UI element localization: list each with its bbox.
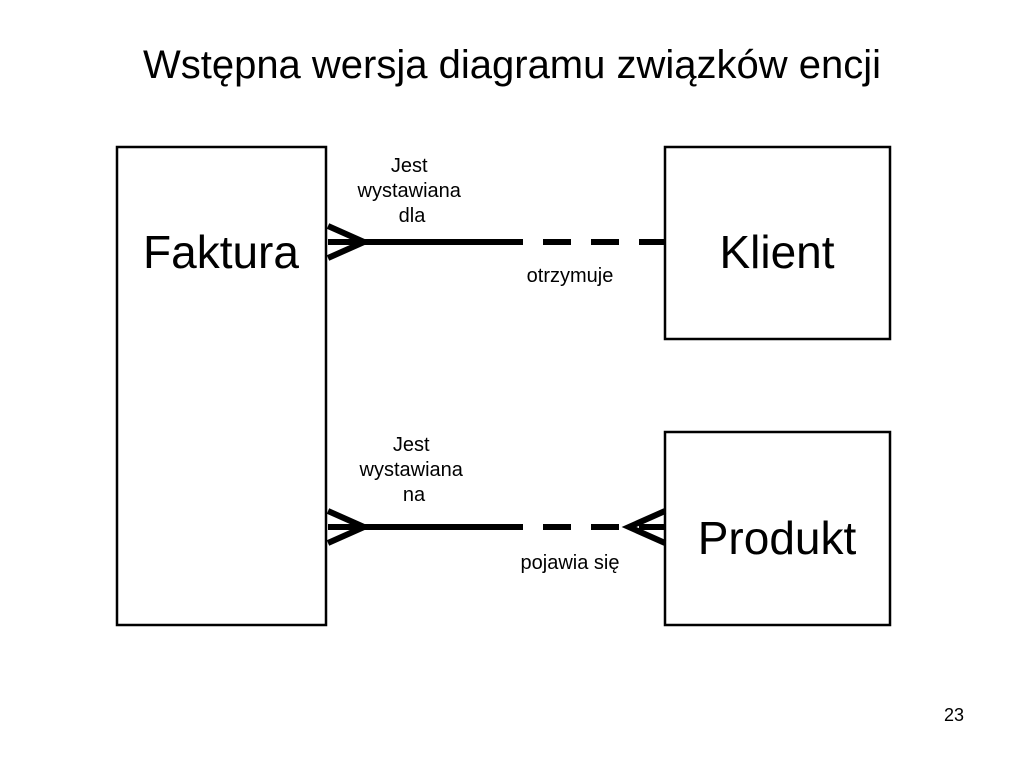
crows-foot-many-faktura-klient [326,223,372,261]
entity-faktura-label: Faktura [143,226,299,278]
crows-foot-many-produkt-faktura [621,508,667,546]
entity-klient-label: Klient [719,226,834,278]
slide-title: Wstępna wersja diagramu związków encji [142,43,882,87]
entity-klient-box [663,145,892,341]
rel-faktura-produkt-from-label: Jest wystawiana na [359,434,469,506]
rel-label-line: dla [399,205,427,227]
entity-produkt-box [663,430,892,627]
rel-label-line: wystawiana [359,459,464,481]
rel-label-line: Jest [391,155,428,177]
entity-produkt-label: Produkt [698,512,857,564]
rel-faktura-klient-to-label: otrzymuje [527,265,614,287]
rel-faktura-klient-from-label: Jest wystawiana dla [357,155,467,227]
entity-faktura-box [115,145,328,627]
relationship-faktura-produkt[interactable]: Jest wystawiana na pojawia się [326,434,667,574]
rel-label-line: Jest [393,434,430,456]
rel-label-line: wystawiana [357,180,462,202]
entity-klient[interactable]: Klient [663,145,892,341]
relationship-faktura-klient[interactable]: Jest wystawiana dla otrzymuje [326,155,665,287]
entity-produkt[interactable]: Produkt [663,430,892,627]
page-number: 23 [943,705,964,725]
entity-faktura[interactable]: Faktura [115,145,328,627]
crows-foot-many-faktura-produkt [326,508,372,546]
rel-faktura-produkt-to-label: pojawia się [521,552,620,574]
rel-label-line: na [403,484,426,506]
